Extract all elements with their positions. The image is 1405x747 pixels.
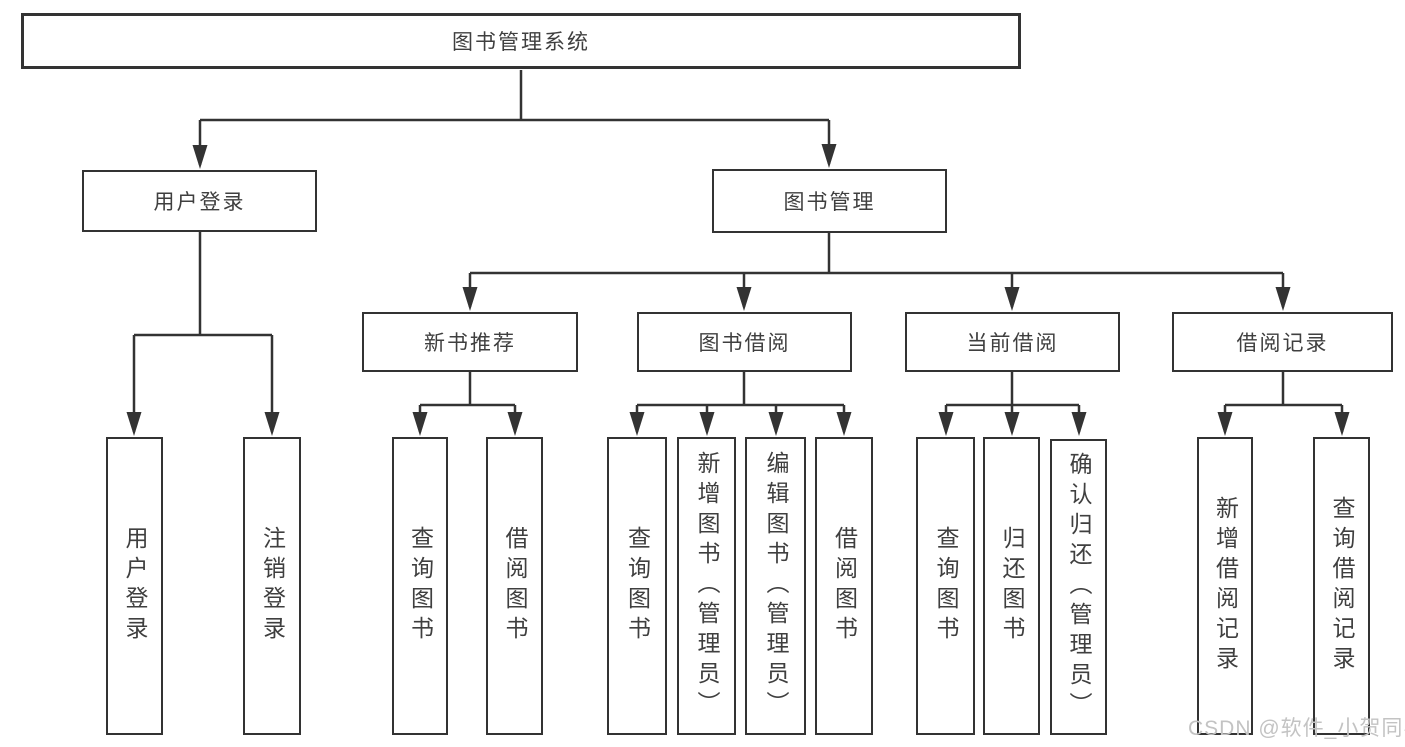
- node-borrow-records: 借阅记录: [1172, 312, 1393, 372]
- node-root-library-system: 图书管理系统: [21, 13, 1021, 69]
- leaf-current-confirm-return-admin: 确认归还（管理员）: [1050, 439, 1107, 735]
- leaf-logout-login: 注销登录: [243, 437, 301, 735]
- node-book-management: 图书管理: [712, 169, 947, 233]
- node-current-borrow: 当前借阅: [905, 312, 1120, 372]
- leaf-borrow-add-books-admin: 新增图书（管理员）: [677, 437, 736, 735]
- leaf-borrow-edit-books-admin: 编辑图书（管理员）: [745, 437, 806, 735]
- leaf-records-query-record: 查询借阅记录: [1313, 437, 1370, 735]
- csdn-watermark: CSDN @软件_小贺同学: [1188, 717, 1405, 740]
- node-new-book-recommend: 新书推荐: [362, 312, 578, 372]
- leaf-newbook-borrow-books: 借阅图书: [486, 437, 543, 735]
- leaf-current-query-books: 查询图书: [916, 437, 975, 735]
- leaf-records-add-record: 新增借阅记录: [1197, 437, 1253, 735]
- leaf-borrow-query-books: 查询图书: [607, 437, 667, 735]
- leaf-user-login: 用户登录: [106, 437, 163, 735]
- leaf-borrow-borrow-books: 借阅图书: [815, 437, 873, 735]
- node-user-login: 用户登录: [82, 170, 317, 232]
- node-book-borrow: 图书借阅: [637, 312, 852, 372]
- leaf-newbook-query-books: 查询图书: [392, 437, 448, 735]
- leaf-current-return-books: 归还图书: [983, 437, 1040, 735]
